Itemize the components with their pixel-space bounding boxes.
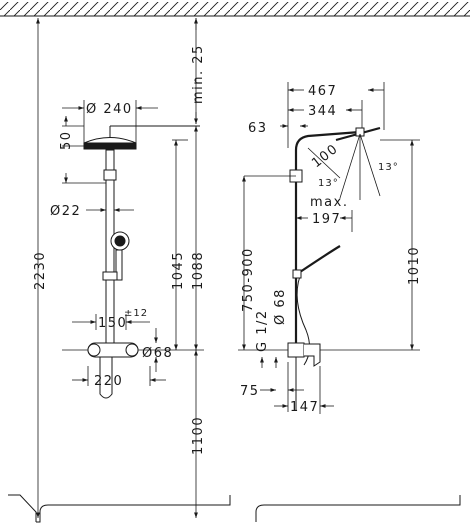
- label-max: max.: [310, 195, 348, 210]
- handle-left: [87, 343, 101, 357]
- dim-rail-diameter: Ø22: [50, 204, 81, 219]
- side-view: 467 344 63 13° 13° 100 max. 197: [238, 82, 422, 415]
- dim-63: 63: [248, 121, 268, 136]
- dim-197: 197: [312, 212, 341, 227]
- dim-1100: 1100: [191, 416, 206, 455]
- side-hand-shower: [299, 245, 341, 273]
- dim-220: 220: [94, 374, 123, 389]
- handle-right: [125, 343, 139, 357]
- angle-13-right: 13°: [378, 162, 399, 173]
- dim-150: 150: [98, 316, 127, 331]
- floor-tub-right: [255, 495, 461, 522]
- dim-100: 100: [309, 141, 341, 171]
- dim-2230: 2230: [33, 251, 48, 290]
- dim-750-900: 750-900: [241, 247, 256, 312]
- dim-50: 50: [59, 130, 74, 150]
- dim-344: 344: [308, 104, 337, 119]
- side-riser-arm: [294, 130, 361, 350]
- floor-tub-left: [8, 494, 231, 523]
- dim-147: 147: [290, 400, 319, 415]
- dim-d68-front: Ø68: [142, 346, 173, 361]
- dim-g-half: G 1/2: [255, 309, 270, 352]
- ceiling: [0, 2, 470, 17]
- dim-1045: 1045: [171, 251, 186, 290]
- dim-d68-side: Ø 68: [273, 288, 288, 325]
- dim-tol-12: ±12: [124, 308, 148, 319]
- overhead-shower: [83, 137, 137, 144]
- side-thermostat: [287, 342, 305, 358]
- front-view: 2230 min. 25 Ø 240 50 Ø22: [33, 18, 206, 518]
- dim-head-diameter: Ø 240: [86, 102, 133, 117]
- dim-75: 75: [240, 384, 260, 399]
- dim-467: 467: [308, 84, 337, 99]
- overhead-shower-face: [83, 142, 137, 150]
- dim-1088: 1088: [191, 251, 206, 290]
- angle-13-left: 13°: [318, 178, 339, 189]
- dim-1010: 1010: [407, 246, 422, 285]
- dim-min-25: min. 25: [191, 44, 206, 104]
